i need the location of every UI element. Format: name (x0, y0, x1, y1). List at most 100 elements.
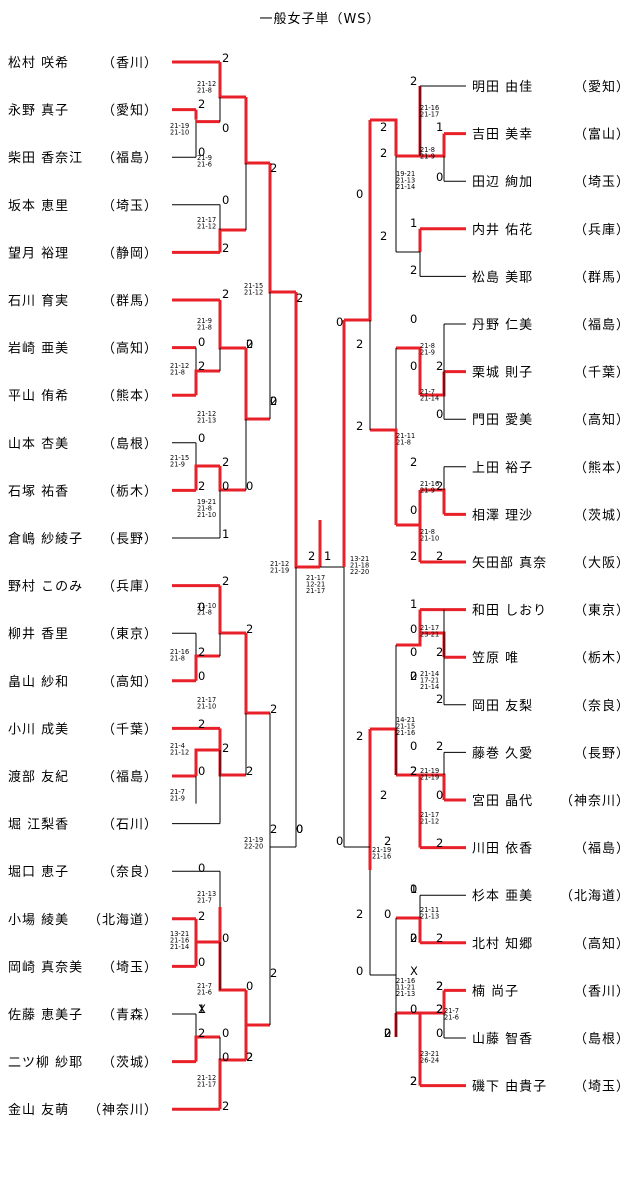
match-score: 2 (222, 741, 229, 755)
player-name: 倉嶋 紗綾子 (8, 531, 83, 547)
match-score: 0 (356, 964, 363, 978)
player-team: （北海道） (88, 913, 158, 928)
player-name: 内井 佑花 (472, 222, 533, 238)
player-name: 藤巻 久愛 (472, 746, 533, 761)
match-score: 2 (222, 51, 229, 65)
player-name: 二ツ柳 紗耶 (8, 1056, 83, 1071)
set-score: 21-11 (420, 906, 439, 914)
match-score: 0 (436, 170, 443, 184)
match-score: 2 (222, 241, 229, 255)
player-name: 堀口 恵子 (8, 865, 69, 880)
set-score: 21-13 (197, 890, 216, 898)
set-score: 21-10 (197, 511, 216, 519)
set-score: 21-12 (197, 223, 216, 231)
set-score: 21-12 (197, 410, 216, 418)
match-score: 0 (296, 822, 303, 836)
match-score: 2 (246, 1050, 253, 1064)
match-score: 0 (436, 1026, 443, 1040)
match-score: 1 (324, 549, 331, 563)
player-team: （島根） (574, 1032, 630, 1047)
match-score: 0 (198, 955, 205, 969)
player-team: （茨城） (102, 1056, 158, 1071)
set-score: 19-21 (396, 170, 415, 178)
match-score: 0 (410, 622, 417, 636)
player-name: 小場 綾美 (8, 912, 69, 928)
player-name: 小川 成美 (8, 722, 69, 737)
set-score: 21-7 (197, 982, 212, 990)
player-team: （福島） (574, 842, 630, 857)
match-score: 2 (356, 907, 363, 921)
player-name: 栗城 則子 (472, 366, 533, 381)
player-team: （群馬） (102, 294, 158, 309)
match-score: 0 (410, 669, 417, 683)
player-name: 松村 咲希 (8, 55, 69, 71)
winner-line (370, 428, 398, 525)
winner-line (218, 62, 246, 99)
match-score: 0 (410, 312, 417, 326)
match-score: 0 (436, 788, 443, 802)
match-score: 2 (222, 287, 229, 301)
match-score: 0 (198, 600, 205, 614)
match-score: 1 (198, 1002, 205, 1016)
set-score: 21-11 (396, 432, 415, 440)
winner-line (218, 300, 246, 350)
match-score: 0 (410, 645, 417, 659)
player-team: （愛知） (574, 79, 630, 95)
set-score: 21-19 (372, 846, 391, 854)
match-score: X (410, 964, 418, 978)
set-score: 21-12 (170, 749, 189, 757)
match-score: 2 (436, 692, 443, 706)
player-name: 楠 尚子 (472, 984, 519, 999)
set-score: 21-9 (197, 317, 212, 325)
set-score: 21-9 (420, 153, 435, 161)
set-score: 21-10 (170, 129, 189, 137)
set-score: 21-17 (306, 587, 325, 595)
match-score: 2 (380, 229, 387, 243)
match-score: 0 (410, 739, 417, 753)
player-team: （埼玉） (574, 175, 630, 190)
player-name: 田辺 絢加 (472, 175, 533, 190)
set-score: 21-6 (197, 161, 212, 169)
match-score: 2 (222, 455, 229, 469)
player-name: 永野 真子 (8, 104, 69, 119)
player-team: （熊本） (102, 388, 158, 404)
match-score: 2 (436, 1002, 443, 1016)
set-score: 21-19 (420, 767, 439, 775)
winner-line (244, 97, 270, 165)
match-score: 0 (246, 479, 253, 493)
match-score: 2 (198, 717, 205, 731)
set-score: 21-13 (420, 913, 439, 921)
match-score: 2 (198, 359, 205, 373)
set-score: 21-19 (170, 122, 189, 130)
winner-line (268, 163, 296, 294)
match-score: 0 (198, 764, 205, 778)
match-score: X (198, 1002, 206, 1016)
player-name: 吉田 美幸 (472, 128, 533, 143)
player-team: （東京） (102, 626, 158, 642)
match-score: 2 (436, 931, 443, 945)
set-score: 21-15 (170, 454, 189, 462)
match-score: 2 (436, 1002, 443, 1016)
match-score: 2 (246, 764, 253, 778)
set-score: 21-9 (197, 154, 212, 162)
match-score: 2 (222, 574, 229, 588)
player-name: 石塚 祐香 (8, 484, 69, 499)
player-team: （栃木） (102, 484, 158, 499)
set-score: 21-8 (197, 324, 212, 332)
set-score: 21-8 (396, 439, 411, 447)
player-team: （富山） (574, 127, 630, 143)
winner-line (370, 727, 398, 775)
match-score: 2 (410, 74, 417, 88)
match-score: 2 (198, 645, 205, 659)
match-score: 0 (222, 1050, 229, 1064)
match-score: 0 (198, 145, 205, 159)
match-score: 2 (410, 669, 417, 683)
set-score: 21-8 (170, 369, 185, 377)
set-score: 19-21 (197, 498, 216, 506)
match-score: 2 (410, 931, 417, 945)
player-name: 平山 侑希 (8, 389, 69, 404)
player-name: 渡部 友紀 (8, 769, 69, 785)
match-score: 0 (270, 394, 277, 408)
match-score: 0 (198, 431, 205, 445)
set-score: 21-17 (420, 111, 439, 119)
